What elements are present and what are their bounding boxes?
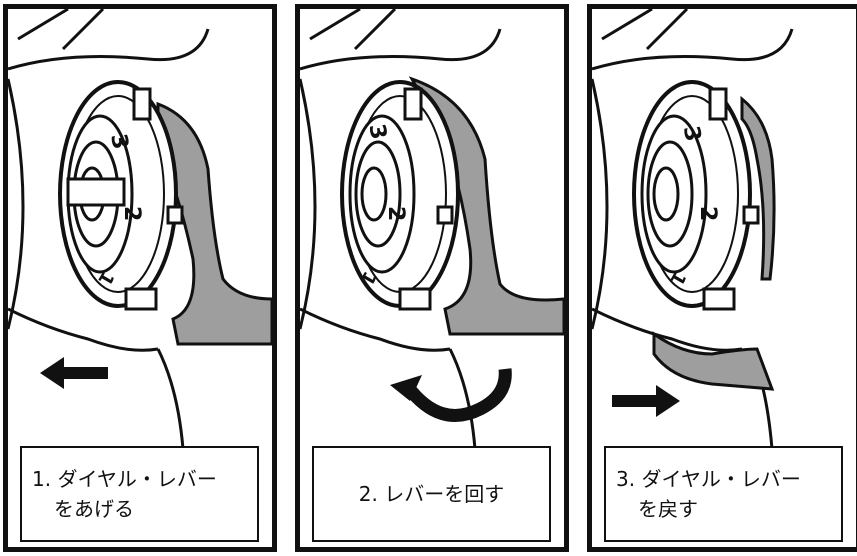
caption-line-2: をあげる: [54, 497, 134, 521]
lever-shape: [156, 101, 272, 346]
step-panel-3: 3 2 1 3. ダイヤル・レバー を戻す: [587, 4, 857, 552]
step-caption-2: 2. レバーを回す: [312, 446, 551, 542]
dial-number-2: 2: [383, 206, 408, 221]
arrow-right-icon: [612, 385, 680, 417]
illustration-raise-lever: 3 2 1: [8, 9, 272, 450]
caption-line-1: 3. ダイヤル・レバー: [616, 467, 801, 491]
illustration-return-lever: 3 2 1: [592, 9, 794, 450]
step-panel-1: 3 2 1 1. ダイヤル・レバー をあげる: [3, 4, 277, 552]
dial-number-2: 2: [119, 206, 144, 221]
dial-number-3: 3: [105, 132, 132, 151]
step-caption-1: 1. ダイヤル・レバー をあげる: [20, 446, 259, 542]
arrow-left-icon: [40, 357, 108, 389]
dial: [632, 80, 760, 311]
dial: [58, 80, 184, 311]
caption-line-1: 1. ダイヤル・レバー: [32, 467, 217, 491]
dial-number-3: 3: [678, 124, 705, 143]
caption-line-2: を戻す: [638, 497, 698, 521]
step-panel-2: 3 2 1 2. レバーを回す: [295, 4, 569, 552]
dial-number-3: 3: [363, 122, 390, 141]
rotate-arrow-icon: [390, 368, 512, 422]
caption-line-1: 2. レバーを回す: [358, 482, 505, 506]
step-caption-3: 3. ダイヤル・レバー を戻す: [604, 446, 843, 542]
dial-number-2: 2: [695, 206, 720, 221]
illustration-rotate-lever: 3 2 1: [300, 9, 564, 450]
lever-shape: [652, 331, 775, 391]
lever-side-shape: [740, 95, 776, 281]
dial: [340, 80, 460, 311]
